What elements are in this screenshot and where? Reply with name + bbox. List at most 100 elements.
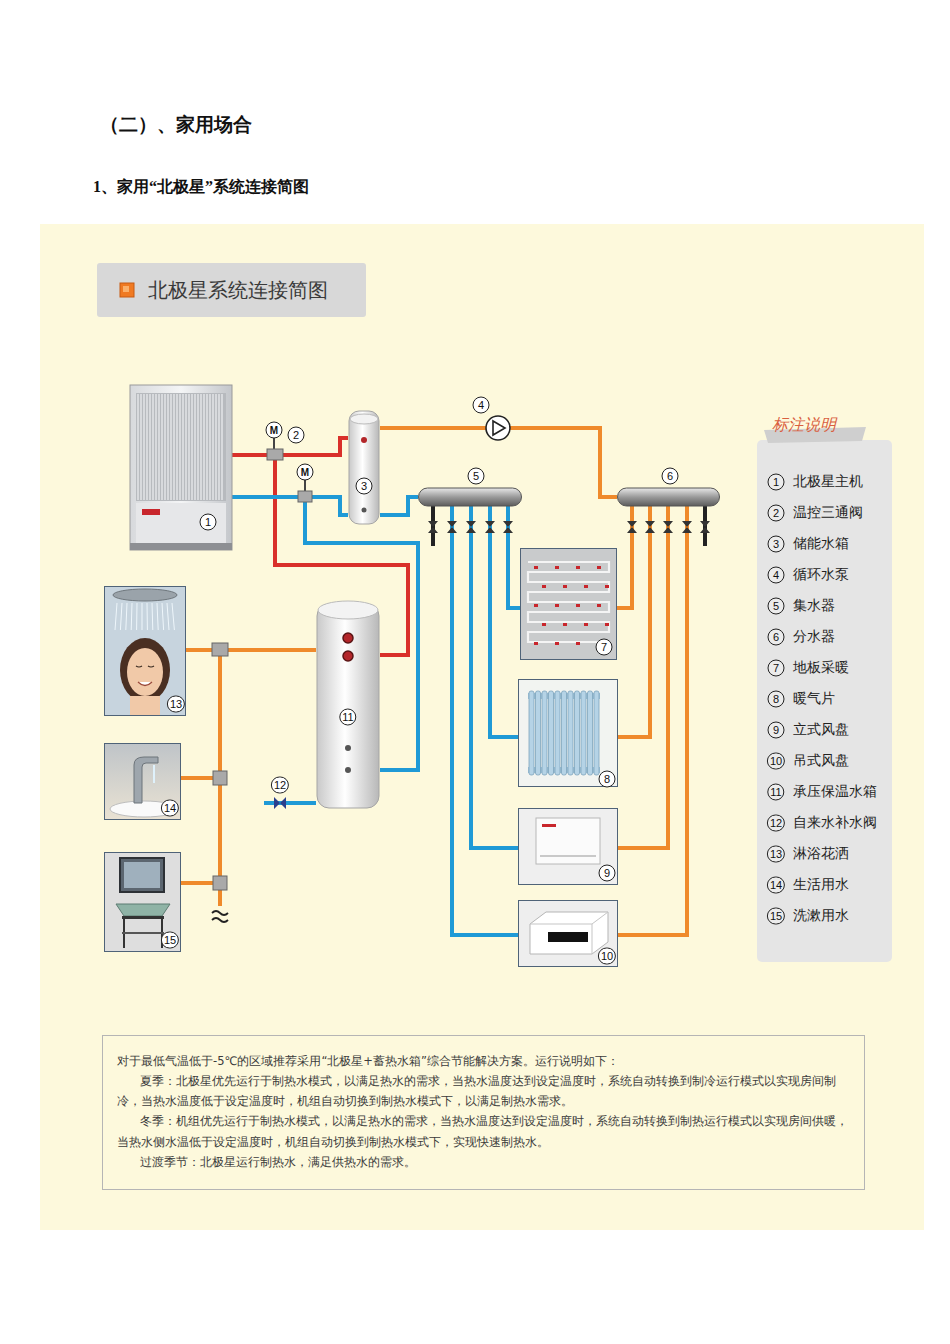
illustration-part — [105, 744, 181, 820]
callout-number: 13 — [167, 696, 185, 713]
illustration-part — [113, 589, 177, 601]
callout-number: 7 — [768, 660, 785, 677]
illustration-part — [212, 394, 213, 500]
illustration-part — [555, 566, 559, 569]
valve-symbol — [663, 521, 673, 533]
legend-text: 淋浴花洒 — [793, 845, 849, 863]
valve-symbol — [503, 521, 513, 533]
legend-text: 分水器 — [793, 628, 835, 646]
callout-number: 9 — [768, 722, 785, 739]
illustration-part — [124, 862, 160, 888]
illustration-part — [167, 394, 168, 500]
heat-pump-unit: 1 — [130, 385, 232, 550]
illustration-part — [555, 604, 559, 607]
shower-photo: 13 — [104, 586, 186, 716]
tee-fitting — [213, 876, 227, 890]
section-heading: 1、家用“北极星”系统连接简图 — [93, 177, 309, 198]
illustration-part — [127, 648, 163, 696]
callout-number: 2 — [288, 427, 305, 444]
illustration-part — [298, 491, 312, 502]
illustration-part — [343, 651, 353, 661]
illustration-part — [152, 394, 153, 500]
illustration-part — [147, 603, 148, 630]
hot-water-tank: 11 — [316, 598, 380, 810]
callout-number: 6 — [768, 629, 785, 646]
illustration-part — [350, 414, 378, 424]
illustration-part — [534, 566, 538, 569]
diagram-panel — [40, 224, 924, 1230]
illustration-part — [605, 585, 609, 588]
illustration-part — [343, 633, 353, 643]
illustration-part — [542, 585, 546, 588]
legend-text: 吊式风盘 — [793, 752, 849, 770]
illustration-part — [361, 437, 367, 443]
callout-number: 4 — [473, 397, 490, 414]
callout-number: 12 — [271, 777, 289, 794]
illustration-part — [349, 411, 379, 524]
circulation-pump: 4 — [470, 395, 512, 442]
illustration-part — [555, 691, 560, 775]
valve-symbol — [627, 521, 637, 533]
illustration-part — [206, 394, 207, 500]
collector-manifold: 5 — [418, 466, 522, 506]
illustration-part — [221, 394, 222, 500]
valve-symbol — [466, 521, 476, 533]
legend-text: 温控三通阀 — [793, 504, 863, 522]
illustration-part — [126, 603, 127, 630]
tee-fitting — [213, 771, 227, 785]
illustration-part — [142, 603, 143, 630]
pipe — [292, 801, 316, 805]
illustration-part — [542, 623, 546, 626]
illustration-part — [173, 394, 174, 500]
callout-number: 8 — [768, 691, 785, 708]
illustration-part — [215, 394, 216, 500]
legend-text: 暖气片 — [793, 690, 835, 708]
callout-number: 6 — [662, 468, 679, 485]
illustration-part — [529, 691, 534, 775]
illustration-part — [115, 603, 117, 630]
illustration-part — [170, 394, 171, 500]
callout-number: 3 — [356, 478, 373, 495]
legend-text: 储能水箱 — [793, 535, 849, 553]
illustration-part — [164, 394, 165, 500]
illustration-part — [575, 691, 580, 775]
illustration-part — [131, 603, 133, 630]
legend-panel — [757, 440, 892, 962]
illustration-part — [530, 912, 608, 954]
illustration-part — [194, 394, 195, 500]
illustration-part — [594, 691, 599, 775]
pipe — [452, 506, 518, 935]
callout-number: 5 — [468, 468, 485, 485]
three-way-valve: M2 — [262, 420, 308, 463]
illustration-part — [584, 585, 588, 588]
pipe — [181, 650, 316, 883]
illustration-part — [563, 585, 567, 588]
note-paragraph: 对于最低气温低于-5℃的区域推荐采用“北极星+蓄热水箱”综合节能解决方案。运行说… — [117, 1051, 850, 1071]
illustration-part — [536, 691, 541, 775]
illustration-part — [576, 566, 580, 569]
diagram-title: 北极星系统连接简图 — [97, 263, 366, 317]
illustration-part — [142, 509, 160, 515]
illustration-part — [188, 394, 189, 500]
illustration-part — [584, 623, 588, 626]
break-symbol — [212, 911, 228, 922]
illustration-part — [155, 394, 156, 500]
illustration-part — [134, 757, 158, 803]
illustration-part — [534, 642, 538, 645]
illustration-part — [536, 818, 600, 864]
illustration-part — [153, 765, 155, 783]
pipe — [618, 506, 668, 848]
illustration-part — [486, 416, 510, 440]
illustration-part — [618, 488, 720, 506]
legend-text: 地板采暖 — [793, 659, 849, 677]
illustration-part — [161, 394, 162, 500]
illustration-part — [146, 394, 147, 500]
illustration-part — [191, 394, 192, 500]
illustration — [348, 410, 380, 525]
callout-number: 14 — [767, 877, 785, 894]
valve-symbol — [447, 521, 457, 533]
pipe — [512, 428, 617, 497]
illustration-part — [152, 603, 154, 630]
three-way-valve: M — [294, 463, 318, 506]
illustration-part — [419, 488, 522, 506]
